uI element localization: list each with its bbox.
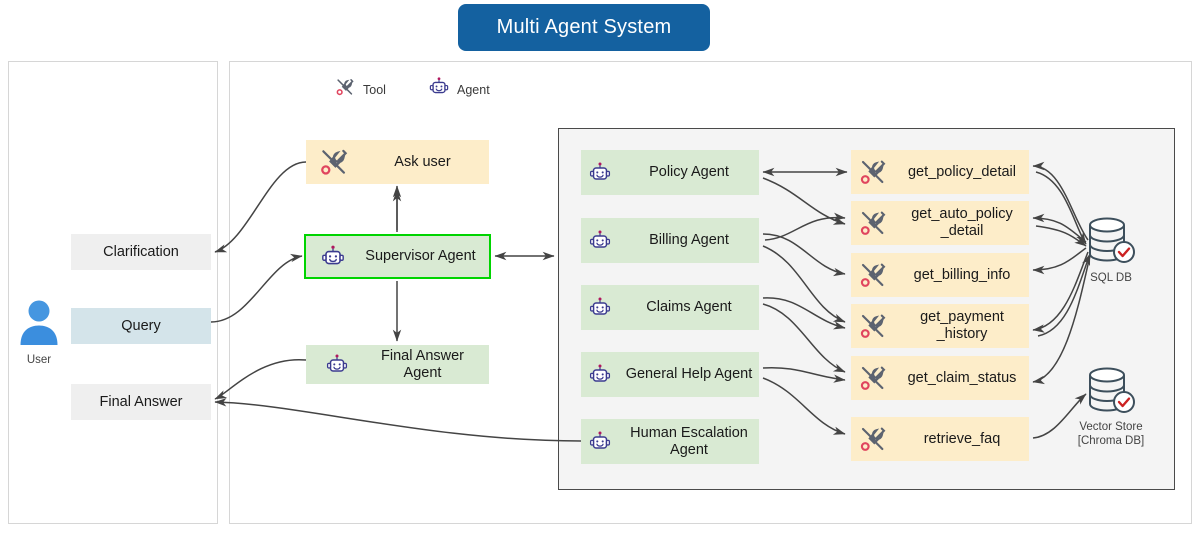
legend-tool-label: Tool: [363, 82, 386, 97]
get-claim-status-label: get_claim_status: [907, 369, 1017, 386]
claims-agent-node[interactable]: Claims Agent: [581, 285, 759, 330]
agent-icon: [581, 363, 619, 387]
claims-agent-label: Claims Agent: [646, 299, 732, 316]
agent-icon: [314, 244, 352, 270]
get-payment-history-label: get_payment _history: [920, 309, 1004, 342]
agent-icon: [428, 76, 450, 103]
legend-tool: Tool: [334, 76, 386, 103]
get-payment-history-node[interactable]: get_payment _history: [851, 304, 1029, 348]
avatar: [17, 298, 61, 346]
tool-icon: [851, 423, 895, 455]
agent-icon: [318, 353, 356, 377]
agent-icon: [581, 296, 619, 320]
retrieve-faq-node[interactable]: retrieve_faq: [851, 417, 1029, 461]
final-answer-agent-node[interactable]: Final Answer Agent: [306, 345, 489, 384]
tool-icon: [334, 76, 356, 103]
tool-icon: [851, 207, 895, 239]
billing-agent-node[interactable]: Billing Agent: [581, 218, 759, 263]
sql-db-icon: [1082, 216, 1138, 268]
clarification-box[interactable]: Clarification: [71, 234, 211, 270]
tool-icon: [851, 362, 895, 394]
query-label: Query: [121, 317, 161, 334]
ask-user-label: Ask user: [394, 153, 451, 170]
billing-agent-label: Billing Agent: [649, 232, 729, 249]
supervisor-agent-node[interactable]: Supervisor Agent: [304, 234, 491, 279]
query-box[interactable]: Query: [71, 308, 211, 344]
final-answer-label: Final Answer: [99, 393, 183, 410]
vector-store-icon: [1082, 366, 1138, 418]
get-billing-info-node[interactable]: get_billing_info: [851, 253, 1029, 297]
human-escalation-agent-node[interactable]: Human Escalation Agent: [581, 419, 759, 464]
page-title: Multi Agent System: [458, 4, 710, 51]
general-help-agent-node[interactable]: General Help Agent: [581, 352, 759, 397]
get-policy-detail-node[interactable]: get_policy_detail: [851, 150, 1029, 194]
agent-icon: [581, 430, 619, 454]
ask-user-node[interactable]: Ask user: [306, 140, 489, 184]
get-billing-info-label: get_billing_info: [913, 266, 1011, 283]
tool-icon: [851, 310, 895, 342]
clarification-label: Clarification: [103, 243, 179, 260]
agent-icon: [581, 229, 619, 253]
retrieve-faq-label: retrieve_faq: [923, 430, 1001, 447]
legend-agent: Agent: [428, 76, 490, 103]
agent-icon: [581, 161, 619, 185]
user-panel: [8, 61, 218, 524]
legend-agent-label: Agent: [457, 82, 490, 97]
get-policy-detail-label: get_policy_detail: [907, 163, 1017, 180]
general-help-agent-label: General Help Agent: [625, 366, 753, 383]
get-claim-status-node[interactable]: get_claim_status: [851, 356, 1029, 400]
sql-db-label: SQL DB: [1090, 272, 1132, 284]
policy-agent-node[interactable]: Policy Agent: [581, 150, 759, 195]
get-auto-policy-detail-label: get_auto_policy _detail: [911, 206, 1013, 239]
tool-icon: [312, 145, 356, 179]
tool-icon: [851, 156, 895, 188]
human-escalation-agent-label: Human Escalation Agent: [630, 424, 748, 458]
avatar-label: User: [26, 354, 52, 366]
tool-icon: [851, 259, 895, 291]
final-answer-box[interactable]: Final Answer: [71, 384, 211, 420]
vector-store-label: Vector Store [Chroma DB]: [1077, 421, 1145, 448]
policy-agent-label: Policy Agent: [649, 164, 729, 181]
get-auto-policy-detail-node[interactable]: get_auto_policy _detail: [851, 201, 1029, 245]
supervisor-agent-label: Supervisor Agent: [365, 248, 476, 265]
final-answer-agent-label: Final Answer Agent: [380, 347, 464, 381]
